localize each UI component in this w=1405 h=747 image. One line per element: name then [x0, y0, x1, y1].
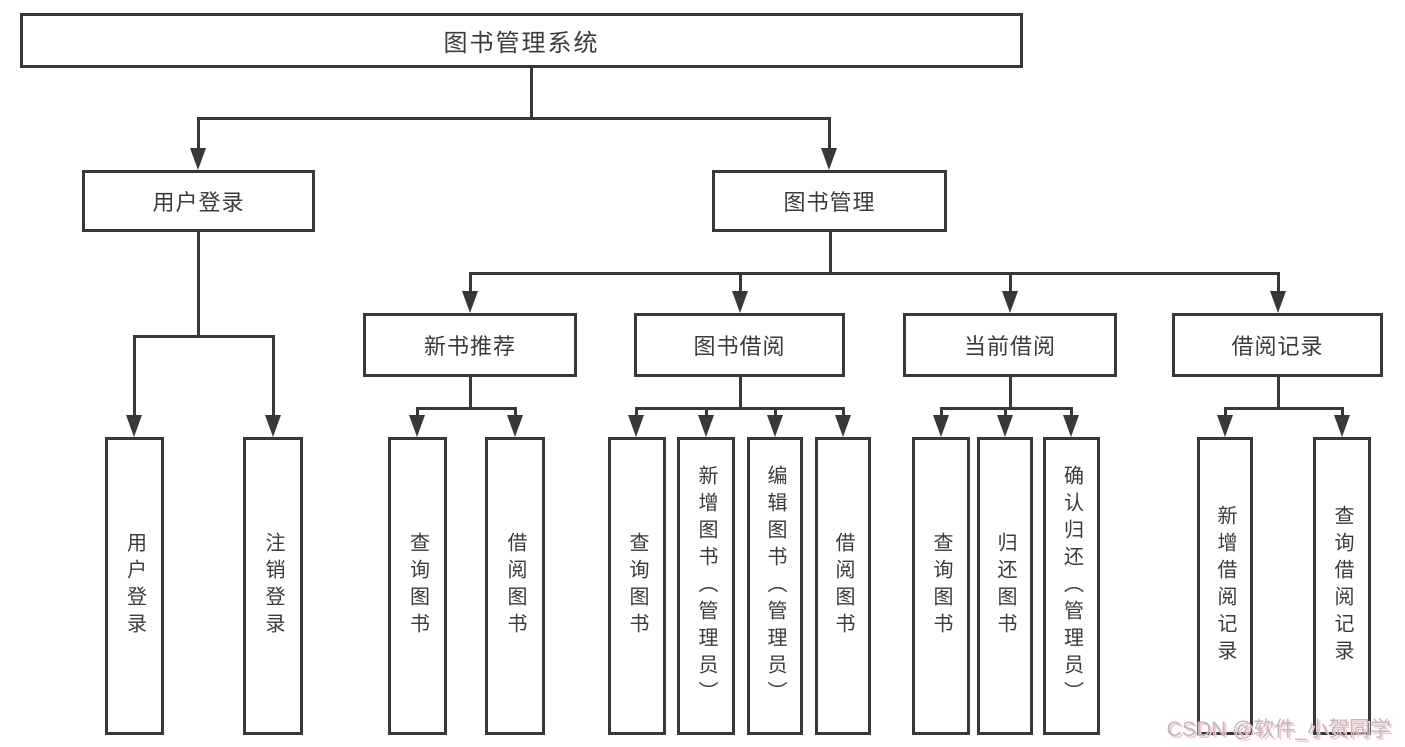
- arrow-down-icon: [126, 415, 142, 437]
- connector-drop-user-login-0: [132, 336, 136, 419]
- connector-drop-borrowing-records-1: [1340, 408, 1344, 419]
- connector-trunk-user-login: [196, 232, 200, 336]
- node-label-leaf-borrow-books-recommend: 借阅图书: [504, 532, 526, 640]
- node-label-borrowing-records: 借阅记录: [1231, 334, 1324, 359]
- node-book-management: 图书管理: [712, 170, 947, 232]
- node-label-leaf-return-books: 归还图书: [994, 532, 1016, 640]
- arrow-down-icon: [265, 415, 281, 437]
- node-current-borrowing: 当前借阅: [903, 313, 1117, 377]
- connector-bar-book-management: [468, 271, 1280, 275]
- connector-drop-book-management-0: [468, 273, 472, 295]
- arrow-down-icon: [698, 415, 714, 437]
- connector-drop-new-book-recommend-0: [415, 408, 419, 419]
- node-label-leaf-query-books-recommend: 查询图书: [406, 532, 429, 640]
- arrow-down-icon: [1334, 415, 1350, 437]
- node-label-current-borrowing: 当前借阅: [963, 334, 1056, 359]
- node-label-user-login: 用户登录: [152, 190, 245, 215]
- arrow-down-icon: [409, 415, 425, 437]
- node-leaf-query-books-recommend: 查询图书: [388, 437, 447, 735]
- node-leaf-query-borrow-record: 查询借阅记录: [1313, 437, 1371, 735]
- arrow-down-icon: [933, 415, 949, 437]
- connector-bar-user-login: [132, 334, 275, 338]
- connector-drop-book-borrowing-0: [634, 408, 638, 419]
- arrow-down-icon: [732, 291, 748, 313]
- node-leaf-user-login: 用户登录: [105, 437, 164, 735]
- node-label-leaf-add-books-admin: 新增图书（管理员）: [695, 464, 717, 708]
- arrow-down-icon: [821, 148, 837, 170]
- node-leaf-edit-books-admin: 编辑图书（管理员）: [747, 437, 803, 735]
- connector-drop-new-book-recommend-1: [513, 408, 517, 419]
- connector-drop-borrowing-records-0: [1223, 408, 1227, 419]
- node-label-book-borrowing: 图书借阅: [693, 334, 786, 359]
- node-label-leaf-query-borrow-record: 查询借阅记录: [1331, 505, 1353, 667]
- connector-trunk-book-management: [828, 232, 832, 273]
- node-label-leaf-query-books-borrowing: 查询图书: [626, 532, 648, 640]
- connector-drop-root-1: [827, 118, 831, 152]
- arrow-down-icon: [1002, 291, 1018, 313]
- node-label-leaf-borrow-books-borrowing: 借阅图书: [832, 532, 854, 640]
- csdn-watermark: CSDN @软件_小贺同学: [1166, 718, 1391, 741]
- node-leaf-add-borrow-record: 新增借阅记录: [1197, 437, 1253, 735]
- connector-drop-root-0: [196, 118, 200, 152]
- connector-drop-current-borrowing-1: [1003, 408, 1007, 419]
- node-new-book-recommend: 新书推荐: [363, 313, 577, 377]
- connector-trunk-new-book-recommend: [468, 377, 472, 408]
- connector-trunk-root: [529, 68, 533, 118]
- node-leaf-add-books-admin: 新增图书（管理员）: [677, 437, 735, 735]
- connector-drop-book-borrowing-1: [704, 408, 708, 419]
- connector-bar-book-borrowing: [634, 406, 845, 410]
- node-leaf-borrow-books-borrowing: 借阅图书: [815, 437, 871, 735]
- connector-drop-user-login-1: [271, 336, 275, 419]
- connector-drop-book-management-1: [738, 273, 742, 295]
- connector-drop-current-borrowing-2: [1069, 408, 1073, 419]
- connector-bar-borrowing-records: [1223, 406, 1344, 410]
- arrow-down-icon: [462, 291, 478, 313]
- node-leaf-query-books-current: 查询图书: [912, 437, 970, 735]
- node-leaf-logout: 注销登录: [243, 437, 303, 735]
- connector-drop-book-borrowing-3: [841, 408, 845, 419]
- connector-trunk-book-borrowing: [738, 377, 742, 408]
- node-label-new-book-recommend: 新书推荐: [423, 334, 516, 359]
- arrow-down-icon: [507, 415, 523, 437]
- connector-bar-root: [196, 116, 831, 120]
- connector-drop-book-management-3: [1276, 273, 1280, 295]
- arrow-down-icon: [1217, 415, 1233, 437]
- connector-drop-book-borrowing-2: [773, 408, 777, 419]
- arrow-down-icon: [997, 415, 1013, 437]
- node-label-leaf-query-books-current: 查询图书: [930, 532, 952, 640]
- arrow-down-icon: [767, 415, 783, 437]
- node-label-leaf-edit-books-admin: 编辑图书（管理员）: [764, 464, 786, 708]
- arrow-down-icon: [1063, 415, 1079, 437]
- connector-trunk-borrowing-records: [1276, 377, 1280, 408]
- node-borrowing-records: 借阅记录: [1172, 313, 1383, 377]
- node-label-leaf-user-login: 用户登录: [123, 532, 146, 640]
- node-leaf-return-books: 归还图书: [977, 437, 1033, 735]
- node-leaf-confirm-return-admin: 确认归还（管理员）: [1043, 437, 1100, 735]
- connector-drop-book-management-2: [1008, 273, 1012, 295]
- arrow-down-icon: [628, 415, 644, 437]
- node-leaf-query-books-borrowing: 查询图书: [608, 437, 666, 735]
- node-label-leaf-add-borrow-record: 新增借阅记录: [1214, 505, 1236, 667]
- arrow-down-icon: [835, 415, 851, 437]
- node-label-book-management: 图书管理: [783, 190, 876, 215]
- node-label-leaf-confirm-return-admin: 确认归还（管理员）: [1060, 464, 1083, 708]
- connector-drop-current-borrowing-0: [939, 408, 943, 419]
- arrow-down-icon: [190, 148, 206, 170]
- connector-trunk-current-borrowing: [1008, 377, 1012, 408]
- arrow-down-icon: [1270, 291, 1286, 313]
- node-leaf-borrow-books-recommend: 借阅图书: [485, 437, 545, 735]
- node-user-login: 用户登录: [82, 170, 315, 232]
- node-root: 图书管理系统: [20, 13, 1023, 68]
- connector-bar-new-book-recommend: [415, 406, 517, 410]
- node-label-root: 图书管理系统: [443, 30, 600, 57]
- node-label-leaf-logout: 注销登录: [262, 532, 284, 640]
- node-book-borrowing: 图书借阅: [634, 313, 845, 377]
